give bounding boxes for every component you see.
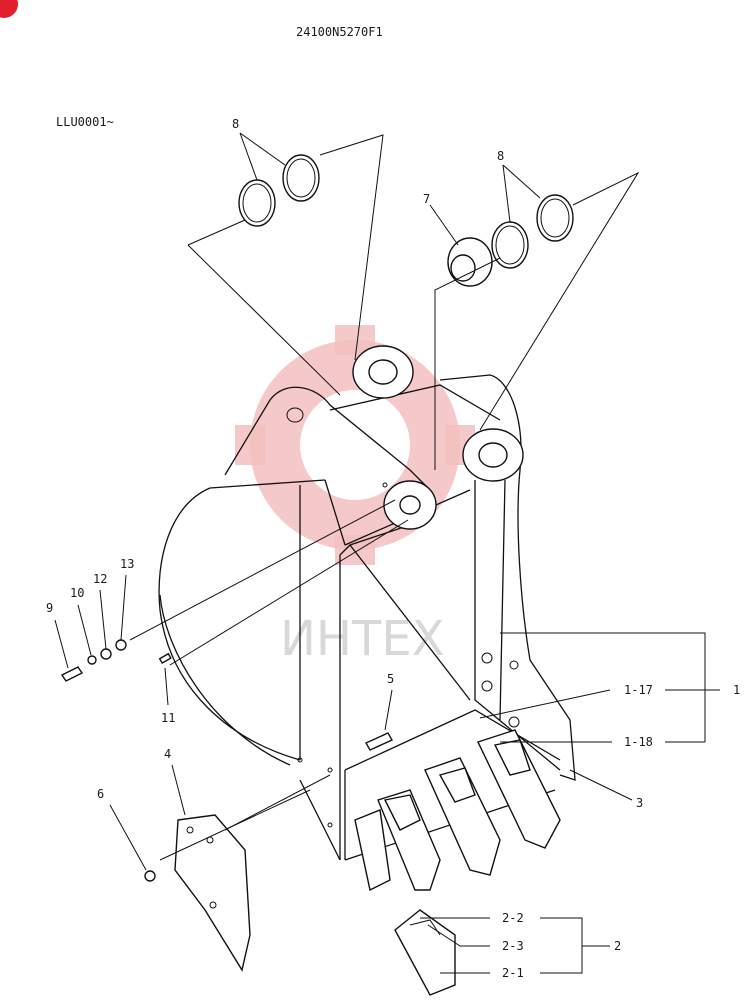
callout-2-3: 2-3 [502,939,524,953]
o-rings [238,154,574,269]
callout-12: 12 [93,572,107,586]
corner-mark-icon [0,0,18,18]
callout-13: 13 [120,557,134,571]
callout-7: 7 [423,192,430,206]
watermark-text: ИНТЕХ [280,611,445,667]
serial-range-label: LLU0001~ [56,115,114,129]
callout-9: 9 [46,601,53,615]
bucket-assembly [158,345,576,861]
callout-1: 1 [733,683,740,697]
callout-11: 11 [161,711,175,725]
leader-lines [54,132,720,974]
callout-3: 3 [636,796,643,810]
callout-10: 10 [70,586,84,600]
callout-8b: 8 [497,149,504,163]
side-cutter [174,814,251,972]
tooth-detail [394,909,456,996]
callout-2: 2 [614,939,621,953]
part-number-title: 24100N5270F1 [296,25,383,39]
callout-6: 6 [97,787,104,801]
callout-2-1: 2-1 [502,966,524,980]
callout-5: 5 [387,672,394,686]
callout-4: 4 [164,747,171,761]
bushing [447,237,493,287]
callout-8a: 8 [232,117,239,131]
callout-1-17: 1-17 [624,683,653,697]
bucket-teeth [354,729,561,892]
callout-1-18: 1-18 [624,735,653,749]
callout-2-2: 2-2 [502,911,524,925]
